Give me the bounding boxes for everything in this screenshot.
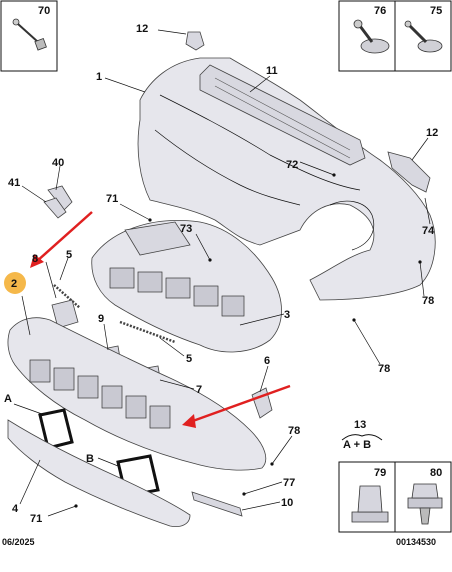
callout-13-sub: A + B <box>343 439 371 451</box>
part-79-80-box: 79 80 <box>338 461 452 533</box>
screw-70-icon <box>12 18 47 51</box>
trim-part-10 <box>191 491 243 517</box>
trim-part-5-top <box>53 284 81 309</box>
callout-73: 73 <box>180 223 192 235</box>
spoiler-part-4 <box>7 419 191 527</box>
callout-3: 3 <box>284 309 290 321</box>
cover-part-8 <box>51 299 79 329</box>
clip-80-icon <box>407 483 443 525</box>
callout-8: 8 <box>32 253 38 265</box>
callout-7: 7 <box>196 384 202 396</box>
callout-4: 4 <box>12 503 19 515</box>
callout-5-bottom: 5 <box>186 353 192 365</box>
lower-bumper-part-2 <box>7 317 267 471</box>
trim-part-5-bottom <box>119 320 176 344</box>
frame-part-A <box>38 408 74 450</box>
footer-date: 06/2025 <box>2 537 35 547</box>
callout-labels: 12 1 11 12 72 40 41 71 73 74 8 5 2 78 3 … <box>4 23 438 525</box>
callout-74: 74 <box>422 225 435 237</box>
callout-40: 40 <box>52 157 64 169</box>
bracket-part-12-top <box>185 31 205 51</box>
screw-75-icon <box>404 20 443 53</box>
callout-76: 76 <box>374 5 386 17</box>
lower-grille-slats <box>29 359 171 429</box>
red-arrow-lower-icon <box>182 384 291 428</box>
part-70-box: 70 <box>0 0 58 72</box>
callout-78-low: 78 <box>378 363 390 375</box>
callout-72: 72 <box>286 159 298 171</box>
callout-9: 9 <box>98 313 104 325</box>
callout-79: 79 <box>374 467 386 479</box>
bumper-cover-part-1 <box>137 57 436 301</box>
part-76-75-box: 76 75 <box>338 0 452 72</box>
callout-1: 1 <box>96 71 102 83</box>
callout-71-bottom: 71 <box>30 513 42 525</box>
clip-79-icon <box>351 485 389 523</box>
callout-13: 13 <box>354 419 366 431</box>
leader-lines <box>13 29 431 517</box>
callout-41: 41 <box>8 177 20 189</box>
footer-ref: 00134530 <box>396 537 436 547</box>
upper-grille-slats <box>109 267 245 317</box>
callout-13-brace <box>341 434 383 441</box>
screw-76-icon <box>353 19 390 54</box>
bracket-part-12-right <box>387 151 431 193</box>
red-arrow-upper-icon <box>30 211 93 268</box>
callout-2: 2 <box>11 278 17 290</box>
callout-70: 70 <box>38 5 50 17</box>
callout-80: 80 <box>430 467 442 479</box>
callout-B: B <box>86 453 94 465</box>
callout-12-right: 12 <box>426 127 438 139</box>
fixing-points <box>74 173 422 508</box>
callout-6: 6 <box>264 355 270 367</box>
highlight-circle-part-2 <box>4 272 26 294</box>
callout-71-mid: 71 <box>106 193 118 205</box>
callout-77: 77 <box>283 477 295 489</box>
clips-part-40-41 <box>43 185 73 219</box>
callout-78-right: 78 <box>422 295 434 307</box>
callout-5-top: 5 <box>66 249 72 261</box>
callout-10: 10 <box>281 497 293 509</box>
reinforcement-beam-part-11 <box>199 64 366 166</box>
callout-12-top: 12 <box>136 23 148 35</box>
callout-11: 11 <box>266 65 278 77</box>
callout-75: 75 <box>430 5 442 17</box>
callout-78-bottom: 78 <box>288 425 300 437</box>
callout-A: A <box>4 393 12 405</box>
upper-grille-part-3 <box>91 220 282 353</box>
